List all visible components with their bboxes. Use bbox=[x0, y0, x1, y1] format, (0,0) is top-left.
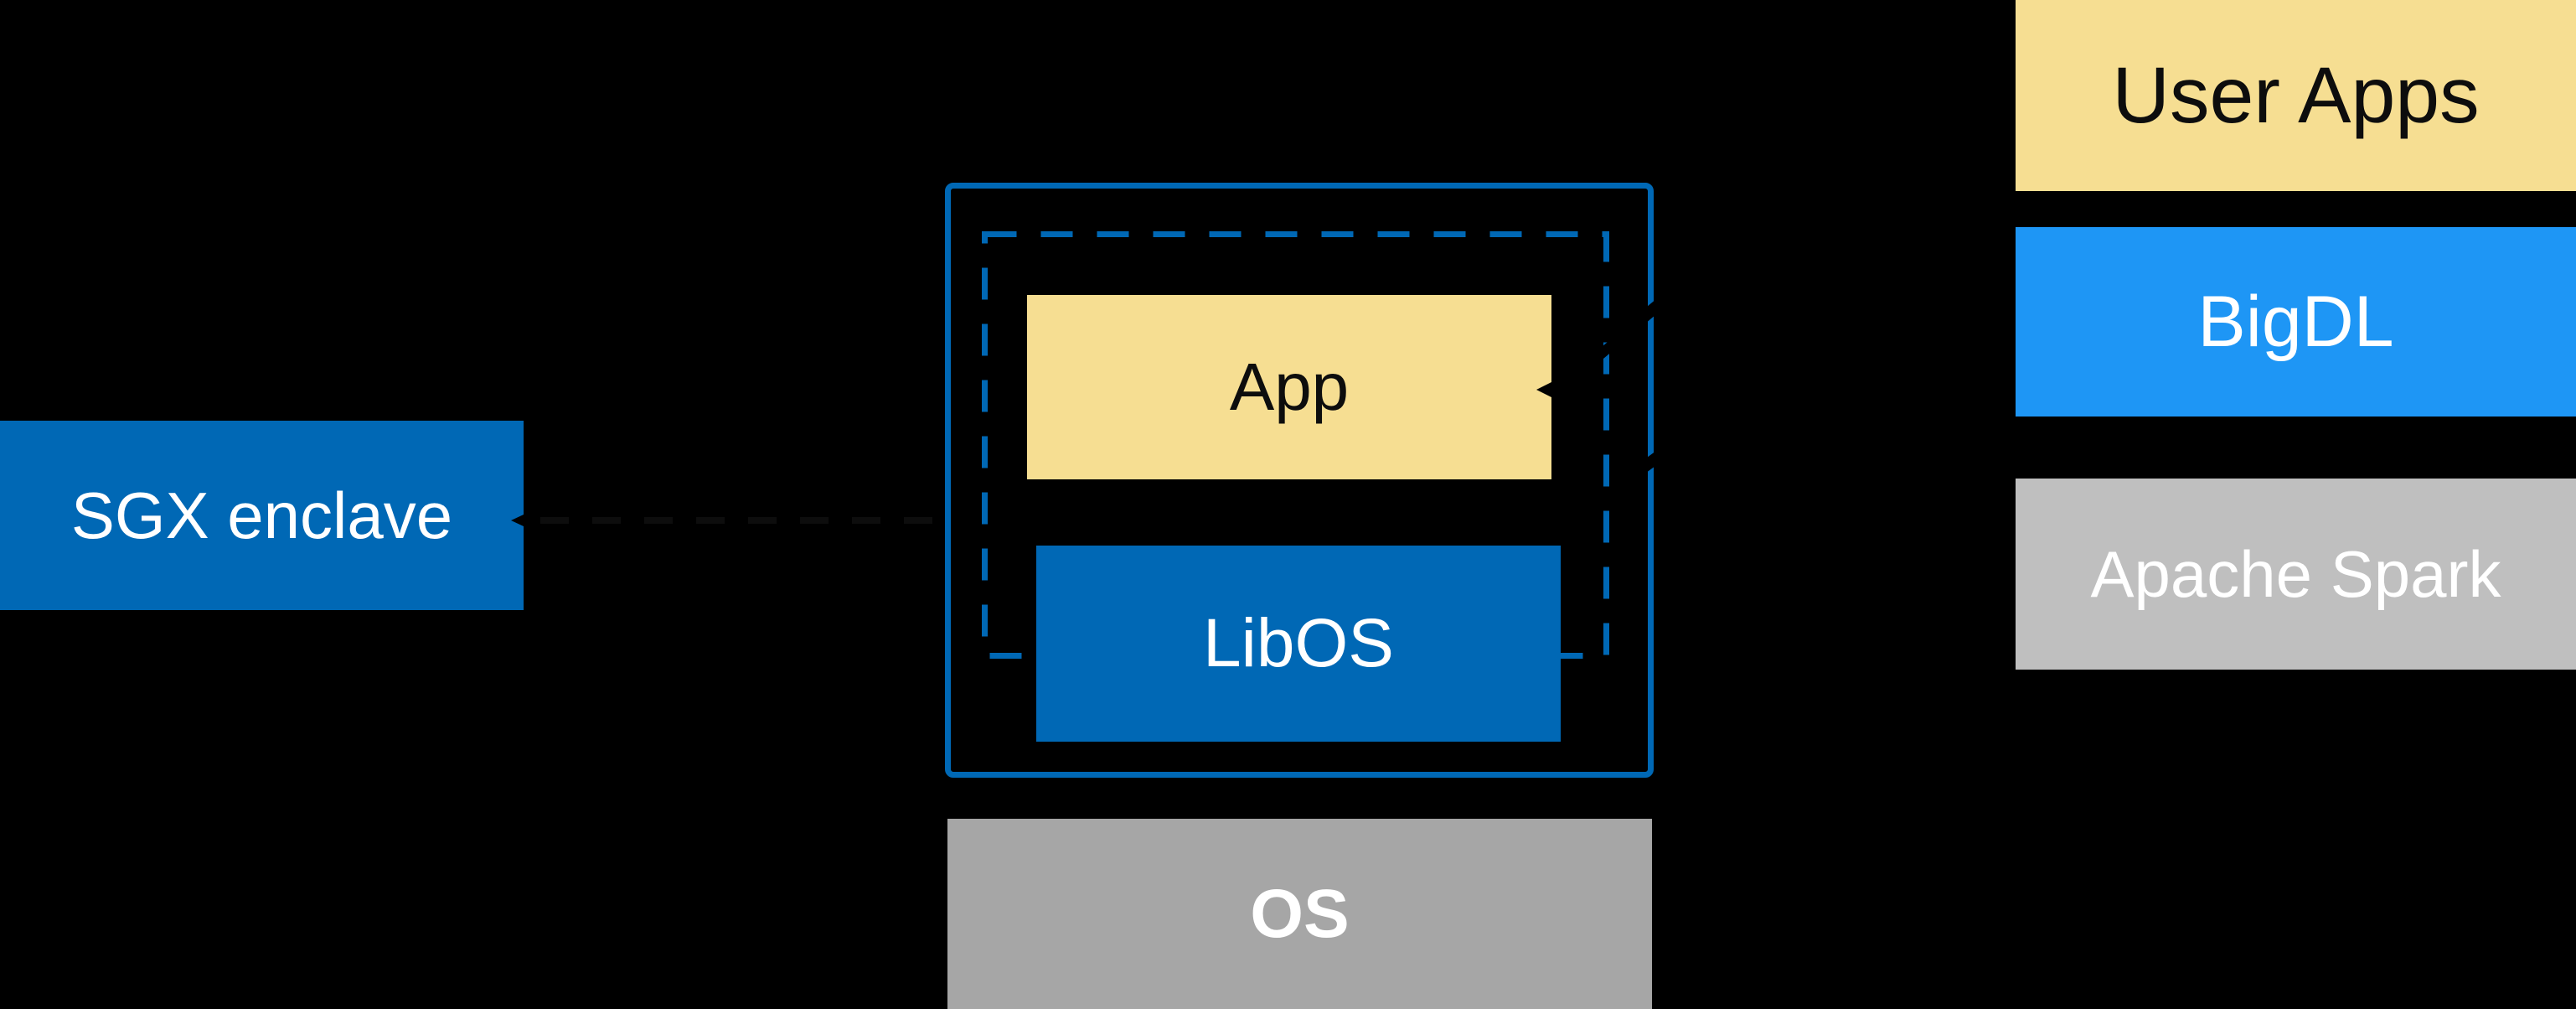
os-box: OS bbox=[947, 819, 1652, 1009]
apache-spark-box: Apache Spark bbox=[2016, 479, 2576, 670]
user-apps-label: User Apps bbox=[2112, 50, 2480, 140]
dashed-connector-to-sgx bbox=[540, 517, 934, 524]
libos-label: LibOS bbox=[1203, 605, 1394, 681]
sgx-enclave-label: SGX enclave bbox=[70, 478, 453, 552]
os-label: OS bbox=[1250, 875, 1350, 952]
apache-spark-label: Apache Spark bbox=[2090, 536, 2501, 611]
app-label: App bbox=[1229, 349, 1350, 424]
arrowhead-sgx-icon bbox=[511, 510, 534, 531]
libos-box: LibOS bbox=[1036, 546, 1561, 742]
arrowhead-app-icon bbox=[1536, 377, 1562, 402]
app-box: App bbox=[1027, 295, 1551, 479]
bigdl-box: BigDL bbox=[2016, 227, 2576, 417]
user-apps-box: User Apps bbox=[2016, 0, 2576, 191]
enclave-outline bbox=[945, 183, 1654, 778]
sgx-enclave-box: SGX enclave bbox=[0, 421, 524, 610]
bigdl-label: BigDL bbox=[2197, 281, 2394, 362]
